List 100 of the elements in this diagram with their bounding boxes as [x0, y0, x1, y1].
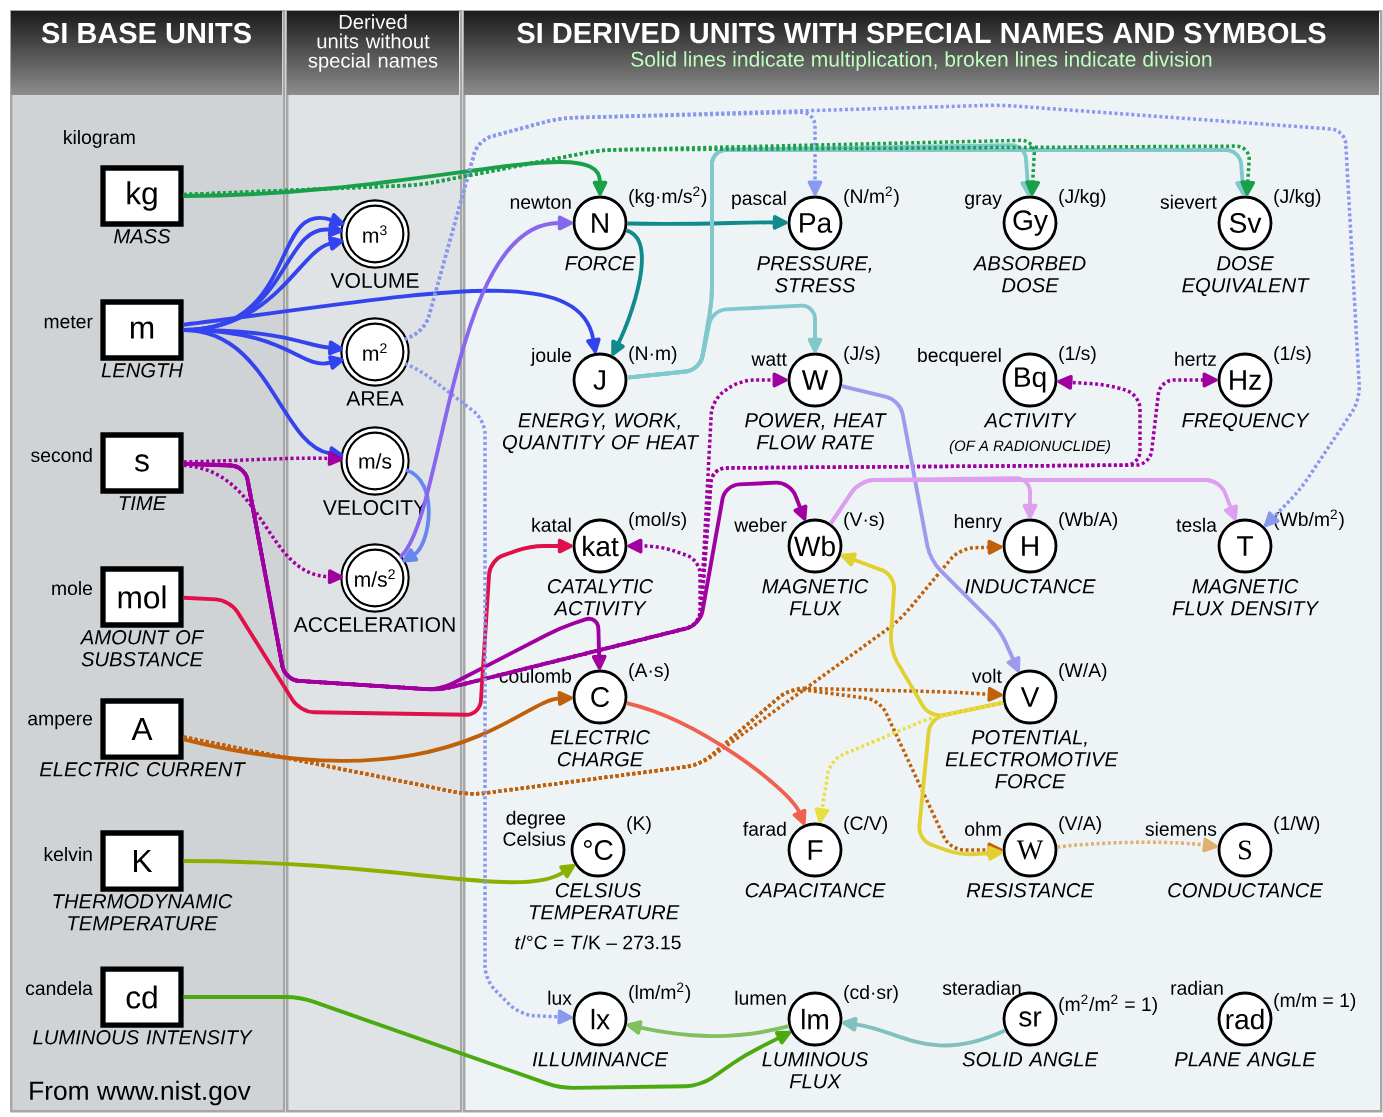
- unit-formula: (J/s): [844, 345, 880, 364]
- unit-formula: (J/kg): [1274, 188, 1321, 207]
- arrow: [627, 303, 823, 380]
- quantity-label: VELOCITY: [322, 500, 427, 516]
- unit-name: farad: [743, 821, 786, 836]
- quantity-label: DOSE EQUIVALENT: [1182, 256, 1310, 296]
- quantity-label: MAGNETIC FLUX DENSITY: [1172, 579, 1320, 616]
- arrow: [183, 538, 573, 717]
- arrow: [626, 1020, 789, 1038]
- arrow: [183, 160, 608, 198]
- arrow: [611, 228, 644, 356]
- panel-heading: Derived units without special names: [308, 14, 438, 72]
- arrow: [183, 859, 576, 885]
- unit-formula: (cd·sr): [844, 984, 898, 1003]
- unit-name: ohm: [965, 821, 1001, 836]
- arrow: [917, 700, 1004, 861]
- quantity-label: ABSORBED DOSE: [972, 256, 1086, 293]
- unit-formula: (V·s): [844, 511, 884, 530]
- quantity-label: ELECTRIC CHARGE: [550, 730, 651, 767]
- quantity-label: POWER, HEAT FLOW RATE: [745, 413, 887, 450]
- arrow: [814, 701, 1004, 824]
- quantity-label: ENERGY, WORK, QUANTITY OF HEAT: [502, 413, 700, 453]
- quantity-label: RESISTANCE: [966, 883, 1095, 898]
- panel-heading: SI BASE UNITS: [41, 22, 251, 44]
- arrow: [829, 478, 1238, 525]
- quantity-note: (OF A RADIONUCLIDE): [949, 440, 1110, 455]
- unit-name: becquerel: [918, 347, 1001, 366]
- unit-name: henry: [954, 513, 1002, 532]
- unit-name: watt: [751, 353, 787, 366]
- quantity-label: POTENTIAL, ELECTROMOTIVE FORCE: [945, 730, 1119, 789]
- unit-name: meter: [44, 315, 93, 329]
- unit-formula: (J/kg): [1059, 188, 1106, 207]
- unit-formula: (kg·m/s$^{2}$): [629, 186, 707, 207]
- quantity-label: CELSIUS TEMPERATURE: [529, 883, 680, 920]
- unit-formula: (Wb/A): [1059, 511, 1118, 530]
- unit-formula: (N/m$^{2}$): [844, 186, 899, 207]
- unit-formula: (m/m = 1): [1274, 992, 1356, 1011]
- quantity-label: AMOUNT OF SUBSTANCE: [79, 630, 205, 667]
- quantity-label: TIME: [119, 496, 167, 510]
- quantity-label: LENGTH: [101, 363, 183, 378]
- unit-box: cd: [100, 966, 184, 1028]
- unit-name: lux: [548, 990, 572, 1005]
- quantity-label: PLANE ANGLE: [1174, 1052, 1316, 1067]
- quantity-label: ACTIVITY: [983, 413, 1077, 428]
- unit-box: K: [100, 830, 184, 892]
- unit-box: A: [100, 698, 184, 760]
- quantity-label: SOLID ANGLE: [962, 1052, 1099, 1067]
- unit-name: ampere: [28, 714, 93, 730]
- panel-subheading: Solid lines indicate multiplication, broken lines indicate division: [631, 51, 1212, 71]
- unit-formula: (m$^{2}$/m$^{2}$ = 1): [1059, 994, 1157, 1015]
- quantity-label: PRESSURE, STRESS: [757, 256, 872, 293]
- arrow: [842, 1016, 1006, 1048]
- quantity-label: CATALYTIC ACTIVITY: [547, 579, 654, 616]
- unit-name: mole: [52, 580, 93, 596]
- arrow: [183, 995, 792, 1090]
- unit-name: joule: [530, 347, 572, 366]
- arrow: [402, 468, 431, 563]
- unit-name: candela: [26, 980, 93, 996]
- arrow: [183, 144, 1256, 197]
- arrow: [404, 361, 573, 1025]
- quantity-label: THERMODYNAMIC TEMPERATURE: [53, 894, 233, 931]
- arrow: [626, 701, 807, 825]
- quantity-label: INDUCTANCE: [965, 579, 1096, 594]
- unit-name: sievert: [1160, 194, 1217, 209]
- arrow: [627, 215, 788, 230]
- unit-formula: (1/s): [1059, 345, 1096, 364]
- quantity-label: AREA: [346, 391, 404, 406]
- unit-name: kelvin: [44, 846, 92, 862]
- unit-box: mol: [100, 566, 184, 628]
- unit-formula: (1/s): [1274, 345, 1311, 364]
- unit-name: weber: [734, 517, 787, 532]
- unit-formula: (lm/m$^{2}$): [629, 982, 691, 1003]
- unit-box: m: [100, 299, 184, 361]
- source-note: From www.nist.gov: [30, 1080, 251, 1106]
- panel-heading: SI DERIVED UNITS WITH SPECIAL NAMES AND SYMBOLS: [517, 22, 1326, 44]
- unit-name: degree Celsius: [503, 810, 566, 846]
- quantity-label: CAPACITANCE: [745, 883, 886, 898]
- quantity-label: FORCE: [565, 256, 636, 271]
- unit-formula: (V/A): [1059, 815, 1101, 834]
- unit-name: second: [31, 447, 92, 463]
- unit-name: newton: [510, 196, 571, 209]
- arrow: [403, 103, 1361, 528]
- conversion-formula: t/°C = T/K – 273.15: [515, 935, 681, 950]
- quantity-label: ELECTRIC CURRENT: [39, 762, 246, 777]
- unit-name: hertz: [1175, 351, 1216, 366]
- arrow: [1057, 837, 1218, 853]
- unit-formula: (A·s): [629, 662, 669, 681]
- arrow: [183, 451, 343, 466]
- unit-name: kilogram: [64, 129, 135, 148]
- quantity-label: LUMINOUS FLUX: [762, 1052, 869, 1089]
- quantity-label: MASS: [114, 229, 171, 244]
- unit-formula: (W/A): [1059, 662, 1107, 681]
- panel: [463, 10, 1383, 1113]
- unit-formula: (C/V): [844, 815, 887, 834]
- unit-name: katal: [532, 517, 571, 532]
- unit-formula: (N·m): [629, 345, 677, 364]
- unit-name: pascal: [732, 190, 786, 209]
- unit-formula: (mol/s): [629, 511, 686, 530]
- unit-name: volt: [971, 668, 1002, 683]
- quantity-label: LUMINOUS INTENSITY: [33, 1030, 253, 1045]
